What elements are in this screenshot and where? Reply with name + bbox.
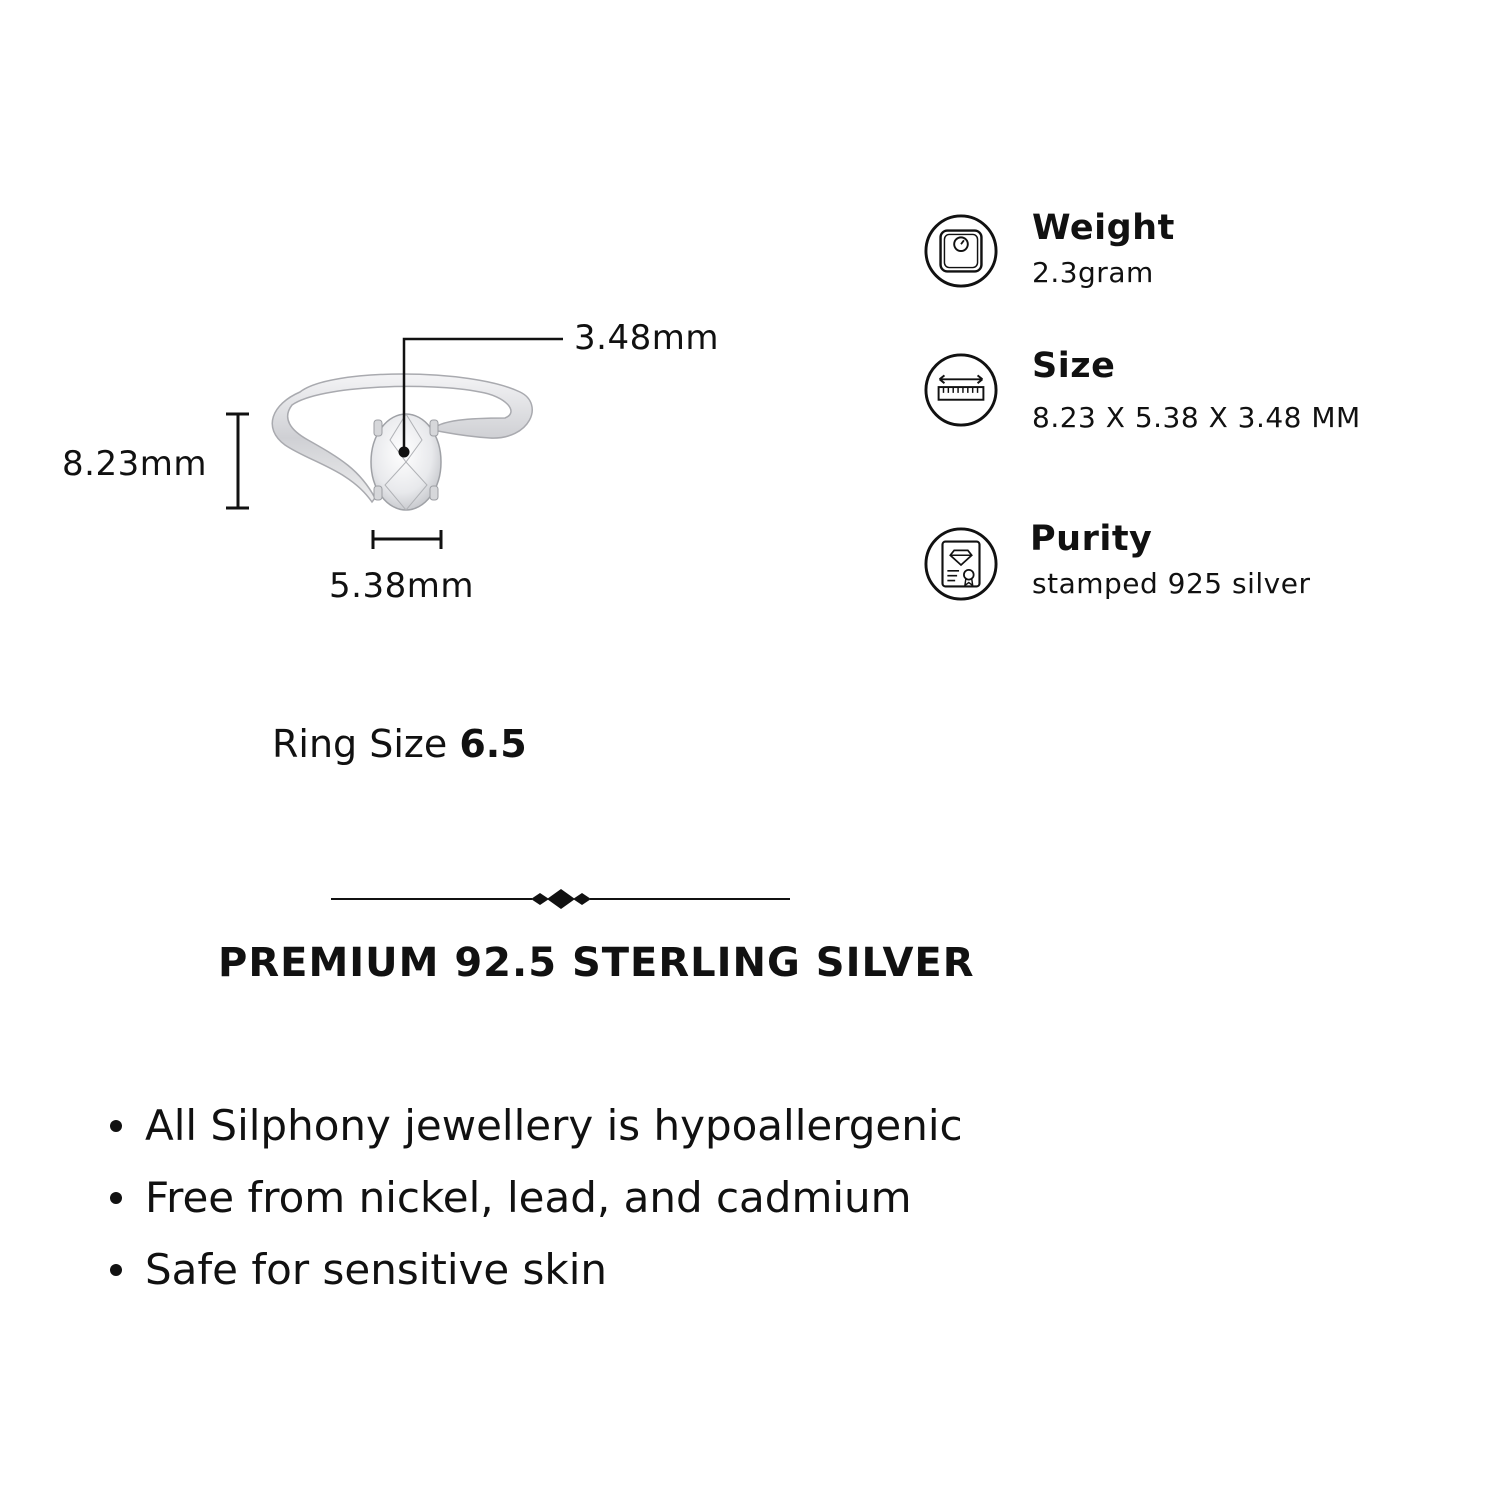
- ring-band: [271, 373, 533, 504]
- spec-size-value: 8.23 X 5.38 X 3.48 MM: [1032, 401, 1361, 434]
- list-item: All Silphony jewellery is hypoallergenic: [110, 1090, 963, 1162]
- ring-size-label: Ring Size: [272, 722, 448, 766]
- list-item-text: Free from nickel, lead, and cadmium: [145, 1173, 912, 1222]
- weighing-scale-icon: [924, 214, 998, 288]
- ring-size: Ring Size 6.5: [272, 722, 527, 766]
- depth-dimension-line: [402, 337, 563, 452]
- spec-weight-value: 2.3gram: [1032, 256, 1154, 289]
- list-item-text: Safe for sensitive skin: [145, 1245, 608, 1294]
- bullet-dot: [110, 1264, 122, 1276]
- feature-list: All Silphony jewellery is hypoallergenic…: [110, 1090, 963, 1306]
- certificate-diamond-icon: [924, 527, 998, 601]
- ring-size-value: 6.5: [459, 722, 527, 766]
- depth-dimension-dot: [398, 446, 410, 458]
- spec-purity-title: Purity: [1030, 519, 1153, 559]
- spec-purity-value: stamped 925 silver: [1032, 567, 1311, 600]
- spec-size-title: Size: [1032, 346, 1116, 386]
- ring-gemstone: [370, 413, 442, 511]
- spec-weight-title: Weight: [1032, 208, 1175, 248]
- bullet-dot: [110, 1192, 122, 1204]
- bullet-dot: [110, 1120, 122, 1132]
- height-dimension-label: 8.23mm: [62, 444, 207, 484]
- depth-dimension-label: 3.48mm: [574, 318, 719, 358]
- width-dimension-line: [371, 530, 443, 549]
- height-dimension-line: [226, 412, 249, 510]
- list-item: Safe for sensitive skin: [110, 1234, 963, 1306]
- premium-heading: PREMIUM 92.5 STERLING SILVER: [218, 940, 975, 986]
- list-item-text: All Silphony jewellery is hypoallergenic: [145, 1101, 963, 1150]
- list-item: Free from nickel, lead, and cadmium: [110, 1162, 963, 1234]
- width-dimension-label: 5.38mm: [329, 566, 474, 606]
- ruler-measure-icon: [924, 353, 998, 427]
